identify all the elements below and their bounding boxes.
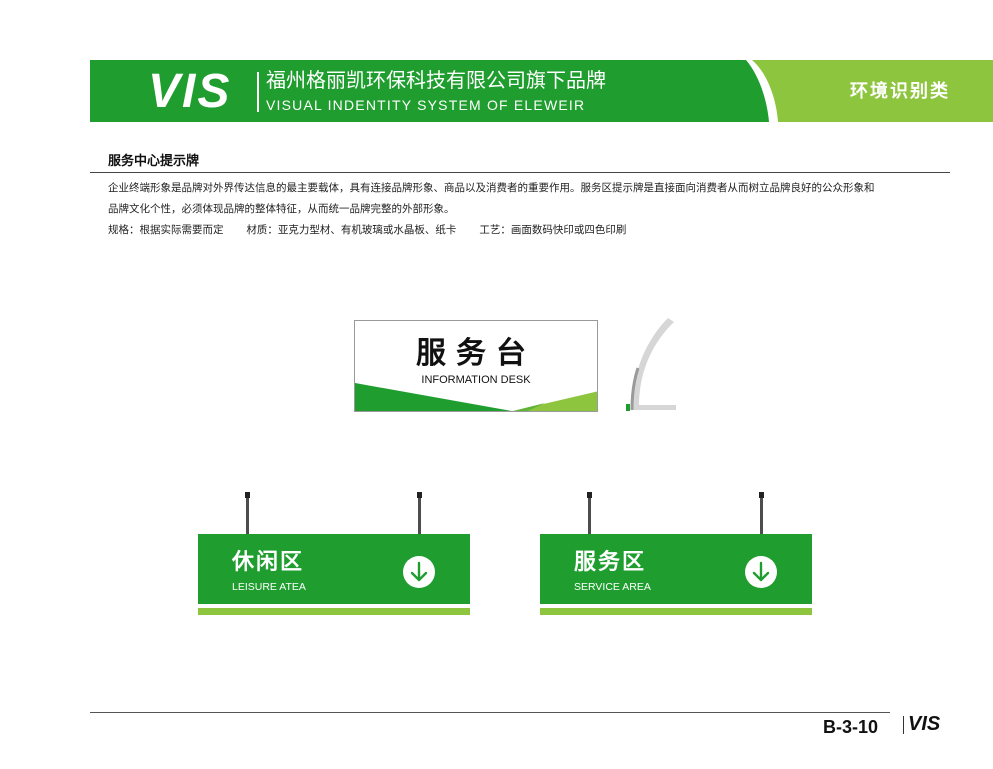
desk-sign-side-profile — [626, 318, 676, 411]
hanging-sign-leisure: 休闲区 LEISURE ATEA — [198, 534, 470, 616]
spec-size: 规格：根据实际需要而定 — [108, 224, 224, 236]
down-arrow-circle-icon — [403, 556, 435, 588]
desk-sign-title: 服务台 — [416, 337, 536, 370]
footer-separator — [903, 716, 904, 734]
desk-sign-graphic — [355, 383, 597, 411]
spec-material: 材质：亚克力型材、有机玻璃或水晶板、纸卡 — [246, 224, 457, 236]
company-name-en: VISUAL INDENTITY SYSTEM OF ELEWEIR — [266, 97, 586, 113]
vis-logo: VIS — [148, 65, 232, 118]
banner-divider — [257, 72, 259, 112]
hanging-rod — [417, 492, 422, 534]
hanging-sign-service: 服务区 SERVICE AREA — [540, 534, 812, 616]
sign-subtitle: SERVICE AREA — [574, 581, 651, 593]
desk-sign-subtitle: INFORMATION DESK — [421, 374, 531, 386]
company-name-cn: 福州格丽凯环保科技有限公司旗下品牌 — [266, 70, 606, 92]
page-number: B-3-10 — [823, 717, 879, 737]
section-divider — [90, 172, 950, 173]
sign-subtitle: LEISURE ATEA — [232, 581, 306, 593]
desk-sign: 服务台 INFORMATION DESK — [354, 320, 598, 412]
sign-title: 休闲区 — [232, 549, 305, 574]
section-title: 服务中心提示牌 — [108, 153, 200, 168]
sign-stripe-lime — [198, 608, 470, 615]
header-banner — [90, 60, 993, 122]
footer-vis-logo: VIS — [908, 713, 941, 735]
description-line-2: 品牌文化个性，必须体现品牌的整体特征，从而统一品牌完整的外部形象。 — [108, 203, 455, 215]
spec-line: 规格：根据实际需要而定 材质：亚克力型材、有机玻璃或水晶板、纸卡 工艺：画面数码… — [108, 222, 626, 238]
spec-craft: 工艺：画面数码快印或四色印刷 — [479, 224, 627, 236]
sign-stripe-white — [198, 604, 470, 608]
hanging-rod — [759, 492, 764, 534]
category-label: 环境识别类 — [850, 81, 950, 101]
sign-stripe-lime — [540, 608, 812, 615]
hanging-rod — [587, 492, 592, 534]
down-arrow-circle-icon — [745, 556, 777, 588]
sign-title: 服务区 — [574, 549, 647, 574]
description-line-1: 企业终端形象是品牌对外界传达信息的最主要载体，具有连接品牌形象、商品以及消费者的… — [108, 182, 875, 194]
hanging-rod — [245, 492, 250, 534]
footer-divider — [90, 712, 890, 713]
sign-stripe-white — [540, 604, 812, 608]
